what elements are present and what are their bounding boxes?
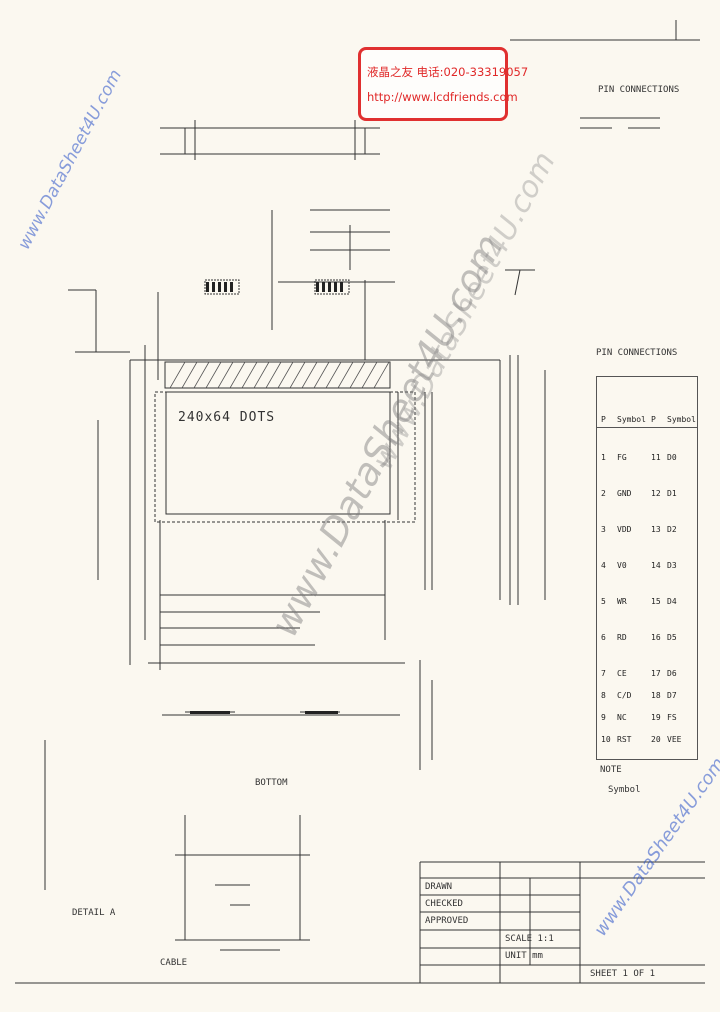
table-row: 8 C/D 18 D7 <box>597 689 697 703</box>
cell: 5 <box>601 597 606 606</box>
cell: 10 <box>601 735 611 744</box>
cell: D1 <box>667 489 677 498</box>
cell: 16 <box>651 633 661 642</box>
cell: 1 <box>601 453 606 462</box>
table-row: 2 GND 12 D1 <box>597 487 697 501</box>
cell: 7 <box>601 669 606 678</box>
cell: 20 <box>651 735 661 744</box>
cell: 9 <box>601 713 606 722</box>
table-row: 4 V0 14 D3 <box>597 559 697 573</box>
table-row: 9 NC 19 FS <box>597 711 697 725</box>
title-scale: SCALE 1:1 <box>505 934 554 944</box>
cell: D4 <box>667 597 677 606</box>
cell: D5 <box>667 633 677 642</box>
table-row: 5 WR 15 D4 <box>597 595 697 609</box>
table-row: 6 RD 16 D5 <box>597 631 697 645</box>
table-row: 1 FG 11 D0 <box>597 451 697 465</box>
cable-label: CABLE <box>160 958 188 968</box>
cell: FS <box>667 713 677 722</box>
dealer-stamp: 液晶之友 电话:020-33319057 http://www.lcdfrien… <box>358 47 528 121</box>
title-unit: UNIT mm <box>505 951 543 961</box>
pin-table: P Symbol P Symbol 1 FG 11 D0 2 GND 12 D1… <box>596 376 698 760</box>
table-row: 7 CE 17 D6 <box>597 667 697 681</box>
cell: VDD <box>617 525 632 534</box>
cell: 14 <box>651 561 661 570</box>
title-approved: APPROVED <box>425 916 469 926</box>
bottom-view-label: BOTTOM <box>255 778 288 788</box>
pin-connections-heading: PIN CONNECTIONS <box>598 85 680 95</box>
cell: CE <box>617 669 627 678</box>
cell: RD <box>617 633 627 642</box>
cell: C/D <box>617 691 632 700</box>
title-sheet: SHEET 1 OF 1 <box>590 969 656 979</box>
cell: FG <box>617 453 627 462</box>
lcd-dots-label: 240x64 DOTS <box>178 410 276 425</box>
cell: D7 <box>667 691 677 700</box>
header-cell: Symbol <box>667 415 696 424</box>
note-label: NOTE <box>600 765 622 775</box>
cell: D0 <box>667 453 677 462</box>
cell: WR <box>617 597 627 606</box>
cell: GND <box>617 489 632 498</box>
cell: D3 <box>667 561 677 570</box>
cell: 3 <box>601 525 606 534</box>
table-row: 3 VDD 13 D2 <box>597 523 697 537</box>
header-cell: P <box>651 415 656 424</box>
cell: D2 <box>667 525 677 534</box>
detail-label: DETAIL A <box>72 908 116 918</box>
cell: 2 <box>601 489 606 498</box>
header-cell: Symbol <box>617 415 646 424</box>
pin-table-header: P Symbol P Symbol <box>597 413 697 428</box>
title-checked: CHECKED <box>425 899 463 909</box>
cell: 17 <box>651 669 661 678</box>
table-heading: PIN CONNECTIONS <box>596 348 678 358</box>
header-cell: P <box>601 415 606 424</box>
cell: 18 <box>651 691 661 700</box>
cell: 19 <box>651 713 661 722</box>
cell: D6 <box>667 669 677 678</box>
cell: V0 <box>617 561 627 570</box>
cell: 11 <box>651 453 661 462</box>
cell: 13 <box>651 525 661 534</box>
title-drawn: DRAWN <box>425 882 453 892</box>
stamp-line-2: http://www.lcdfriends.com <box>367 90 518 104</box>
cell: 12 <box>651 489 661 498</box>
symbol-label: Symbol <box>608 785 641 795</box>
cell: RST <box>617 735 632 744</box>
cell: 8 <box>601 691 606 700</box>
cell: 4 <box>601 561 606 570</box>
table-row: 10 RST 20 VEE <box>597 733 697 747</box>
cell: 6 <box>601 633 606 642</box>
cell: VEE <box>667 735 682 744</box>
cell: 15 <box>651 597 661 606</box>
cell: NC <box>617 713 627 722</box>
stamp-line-1: 液晶之友 电话:020-33319057 <box>367 65 529 79</box>
